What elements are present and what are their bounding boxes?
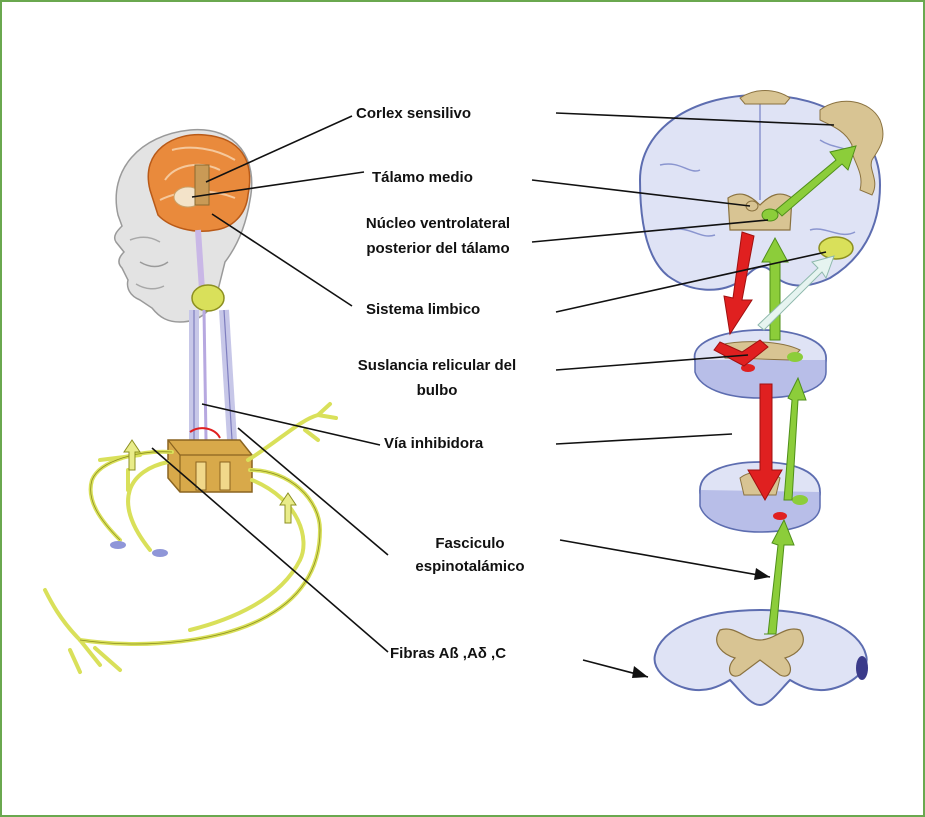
- label-cortex: Corlex sensilivo: [356, 104, 471, 123]
- nerve-endings: [110, 541, 168, 557]
- label-vpl-line1: Núcleo ventrolateral: [348, 214, 528, 233]
- label-limbic: Sistema limbico: [366, 300, 480, 319]
- label-reticular-line2: bulbo: [322, 381, 552, 400]
- label-fibers: Fibras Aß ,Aδ ,C: [390, 644, 506, 663]
- label-thalamus: Tálamo medio: [372, 168, 473, 187]
- brain-illustration: [148, 135, 249, 232]
- spinal-segment-block: [168, 428, 252, 492]
- spinal-section-lower: [655, 610, 868, 705]
- label-reticular-line1: Suslancia relicular del: [322, 356, 552, 375]
- label-tract-line2: espinotalámico: [386, 557, 554, 576]
- label-inhibitory: Vía inhibidora: [384, 434, 483, 453]
- label-vpl-line2: posterior del tálamo: [348, 239, 528, 258]
- label-tract-line1: Fasciculo: [386, 534, 554, 553]
- limbic-system: [819, 237, 853, 259]
